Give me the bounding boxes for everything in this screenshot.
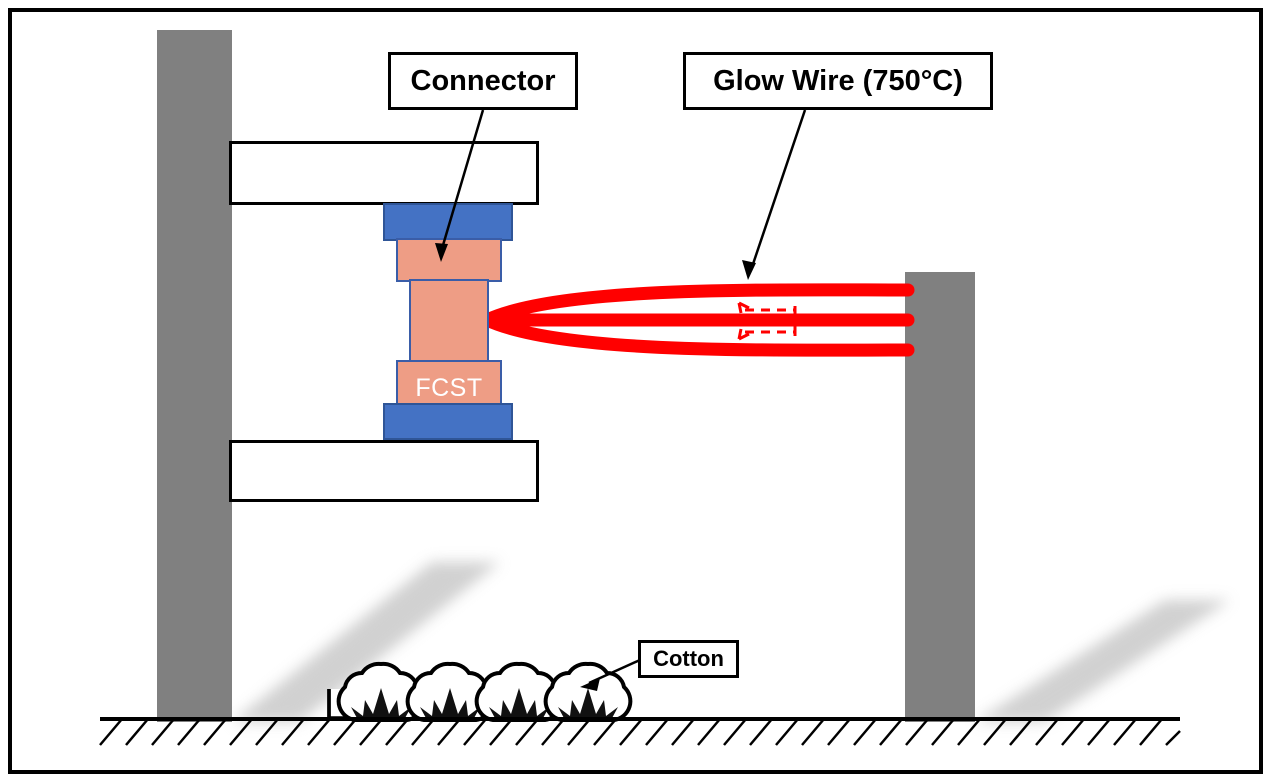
left-support-pillar: [157, 30, 232, 722]
ground-hatching: [99, 718, 1181, 746]
connector-callout[interactable]: Connector: [388, 52, 578, 110]
connector-leader-line: [439, 109, 485, 253]
glow-wire-callout-label: Glow Wire (750°C): [713, 64, 963, 97]
diagram-frame: [8, 8, 1263, 774]
glow-wire-leader-arrowhead: [742, 260, 756, 280]
glow-wire-loop: [480, 283, 915, 357]
specimen-gauge-section: [409, 279, 489, 363]
lower-connector-block: [383, 403, 513, 440]
left-pillar-shadow: [232, 562, 500, 722]
cotton-boll: [543, 661, 633, 722]
glow-wire-callout[interactable]: Glow Wire (750°C): [683, 52, 993, 110]
cotton-boll: [405, 661, 495, 722]
glow-wire-tip: [487, 310, 528, 330]
glow-wire-strand-bottom: [480, 313, 915, 357]
cotton-boll-group: [336, 661, 633, 722]
right-pillar-shadow: [975, 600, 1230, 722]
upper-connector-block: [383, 203, 513, 241]
cotton-callout-label: Cotton: [653, 646, 724, 671]
cotton-callout[interactable]: Cotton: [638, 640, 739, 678]
upper-specimen-grip: [396, 238, 502, 282]
dimension-arrow-lower: [737, 328, 750, 341]
glow-wire-strand-top: [480, 283, 915, 327]
cotton-leader-arrowhead: [580, 678, 600, 691]
glow-wire-dimension-annotation: [737, 301, 797, 341]
connector-leader-arrowhead: [435, 243, 448, 262]
lower-clamp-arm: [229, 440, 539, 502]
right-support-pillar: [905, 272, 975, 722]
connector-callout-label: Connector: [410, 64, 556, 97]
glow-wire-leader-line: [749, 109, 807, 271]
dimension-arrow-upper: [737, 301, 750, 314]
cotton-boll: [336, 661, 426, 722]
